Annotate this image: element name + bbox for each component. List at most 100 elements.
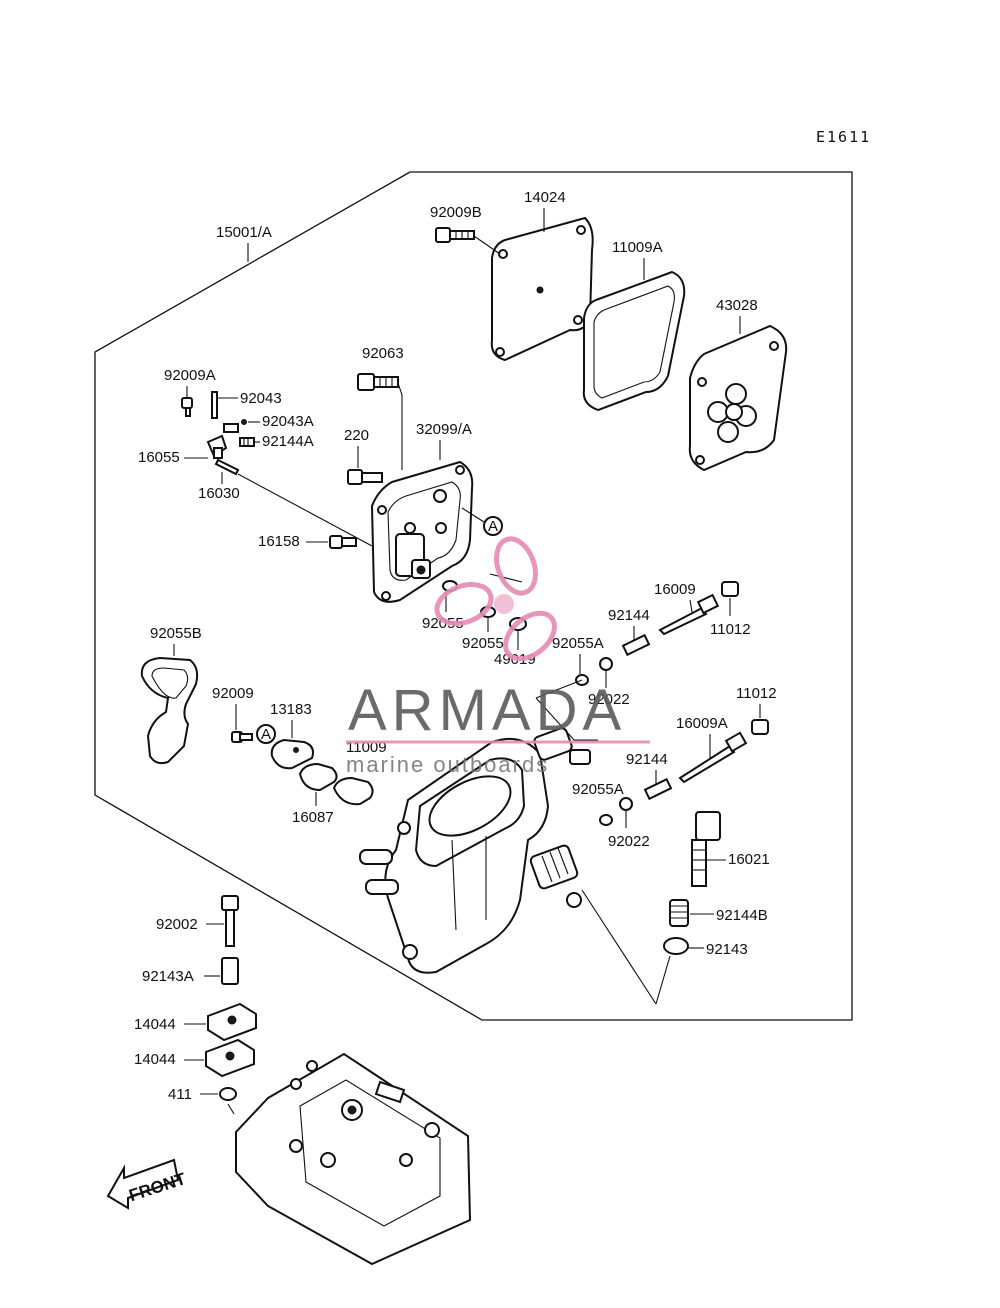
leader-92009B xyxy=(473,235,501,255)
damper-14044-a xyxy=(207,1002,257,1042)
label-92055B: 92055B xyxy=(150,625,202,642)
screw-16158 xyxy=(329,535,357,549)
damper-14044-b xyxy=(205,1038,255,1078)
leader-411-down xyxy=(227,1103,235,1115)
label-43028: 43028 xyxy=(716,297,758,314)
label-14044-a: 14044 xyxy=(134,1016,176,1033)
label-16055: 16055 xyxy=(138,449,180,466)
lever-16055 xyxy=(206,434,228,459)
label-16009A: 16009A xyxy=(676,715,728,732)
label-92043A: 92043A xyxy=(262,413,314,430)
label-411: 411 xyxy=(168,1086,192,1103)
label-92002: 92002 xyxy=(156,916,198,933)
leader-92063 xyxy=(397,382,403,470)
dash-49019 xyxy=(489,573,523,583)
label-92144-b: 92144 xyxy=(626,751,668,768)
label-16158: 16158 xyxy=(258,533,300,550)
carburetor-body xyxy=(359,727,591,974)
marker-a-upper xyxy=(483,516,503,536)
label-92022-b: 92022 xyxy=(608,833,650,850)
label-92055-a: 92055 xyxy=(422,615,464,632)
screw-92063 xyxy=(357,373,399,391)
bracket-92043A xyxy=(223,419,247,433)
axis-16030 xyxy=(237,473,373,547)
label-16009: 16009 xyxy=(654,581,696,598)
label-92009: 92009 xyxy=(212,685,254,702)
label-16087: 16087 xyxy=(292,809,334,826)
label-14044-b: 14044 xyxy=(134,1051,176,1068)
pump-cover-43028 xyxy=(688,324,788,472)
label-92055A-b: 92055A xyxy=(572,781,624,798)
spring-92144A xyxy=(239,437,255,447)
leader-16009 xyxy=(689,599,693,613)
oring-92055A-b xyxy=(599,814,613,826)
label-92144-a: 92144 xyxy=(608,607,650,624)
washer-92022-a xyxy=(599,657,613,671)
leader-port-upper-2 xyxy=(535,697,575,741)
washer-411 xyxy=(219,1087,237,1101)
front-arrow: FRONT xyxy=(106,1158,189,1210)
leader-port-lower-1 xyxy=(581,889,657,1005)
label-11012-a: 11012 xyxy=(710,621,751,638)
label-92144A: 92144A xyxy=(262,433,314,450)
plate-16087 xyxy=(298,762,338,792)
spring-92144-a xyxy=(621,633,651,657)
propeller-logo xyxy=(434,536,557,662)
leader-port-upper-1 xyxy=(535,679,583,699)
cylinder-head xyxy=(235,1052,472,1266)
label-11009A: 11009A xyxy=(612,239,663,256)
screw-220 xyxy=(347,469,383,485)
marker-a-lower xyxy=(256,724,276,744)
screw-92009A xyxy=(181,397,193,417)
gasket-11009A xyxy=(582,270,686,412)
watermark-brand: ARMADA xyxy=(348,678,626,743)
bolt-92002 xyxy=(221,895,239,947)
label-16021: 16021 xyxy=(728,851,770,868)
label-92009A: 92009A xyxy=(164,367,216,384)
label-11012-b: 11012 xyxy=(736,685,777,702)
gasket-11009 xyxy=(332,776,374,806)
label-13183: 13183 xyxy=(270,701,312,718)
spring-92144-b xyxy=(643,777,673,801)
label-92143A: 92143A xyxy=(142,968,194,985)
cap-92143 xyxy=(663,937,689,955)
label-92043: 92043 xyxy=(240,390,282,407)
label-32099A: 32099/A xyxy=(416,421,472,438)
gasket-92055B xyxy=(140,656,199,765)
assembly-outline xyxy=(94,171,853,1021)
label-92143: 92143 xyxy=(706,941,748,958)
screw-16009 xyxy=(658,593,720,636)
label-16030: 16030 xyxy=(198,485,240,502)
label-92144B: 92144B xyxy=(716,907,768,924)
leader-marker-a-upper xyxy=(461,507,485,523)
washer-92022-b xyxy=(619,797,633,811)
label-92022-a: 92022 xyxy=(588,691,630,708)
marker-a-upper-text: A xyxy=(488,518,498,535)
watermark-tagline: marine outboards xyxy=(346,752,549,777)
label-15001A: 15001/A xyxy=(216,224,272,241)
diaphragm-14024 xyxy=(490,216,594,362)
pump-body-32099A xyxy=(370,460,474,603)
collar-92143A xyxy=(221,957,239,985)
label-92055-b: 92055 xyxy=(462,635,504,652)
nut-11012-b xyxy=(751,719,769,735)
nut-11012-a xyxy=(721,581,739,597)
label-220: 220 xyxy=(344,427,369,444)
pin-92043 xyxy=(211,391,218,419)
label-92063: 92063 xyxy=(362,345,404,362)
armada-watermark: ARMADA marine outboards xyxy=(346,536,650,777)
marker-a-lower-text: A xyxy=(261,726,271,743)
screw-16009A xyxy=(678,731,748,784)
screw-92009B xyxy=(435,227,475,243)
leader-port-lower-2 xyxy=(655,955,671,1005)
needle-16030 xyxy=(214,458,240,476)
spring-92144B xyxy=(669,899,689,927)
label-92009B: 92009B xyxy=(430,204,482,221)
diagram-ref: E1611 xyxy=(816,128,871,146)
label-14024: 14024 xyxy=(524,189,566,206)
screw-92009 xyxy=(231,731,253,743)
fitting-16021 xyxy=(691,811,721,887)
label-92055A-a: 92055A xyxy=(552,635,604,652)
